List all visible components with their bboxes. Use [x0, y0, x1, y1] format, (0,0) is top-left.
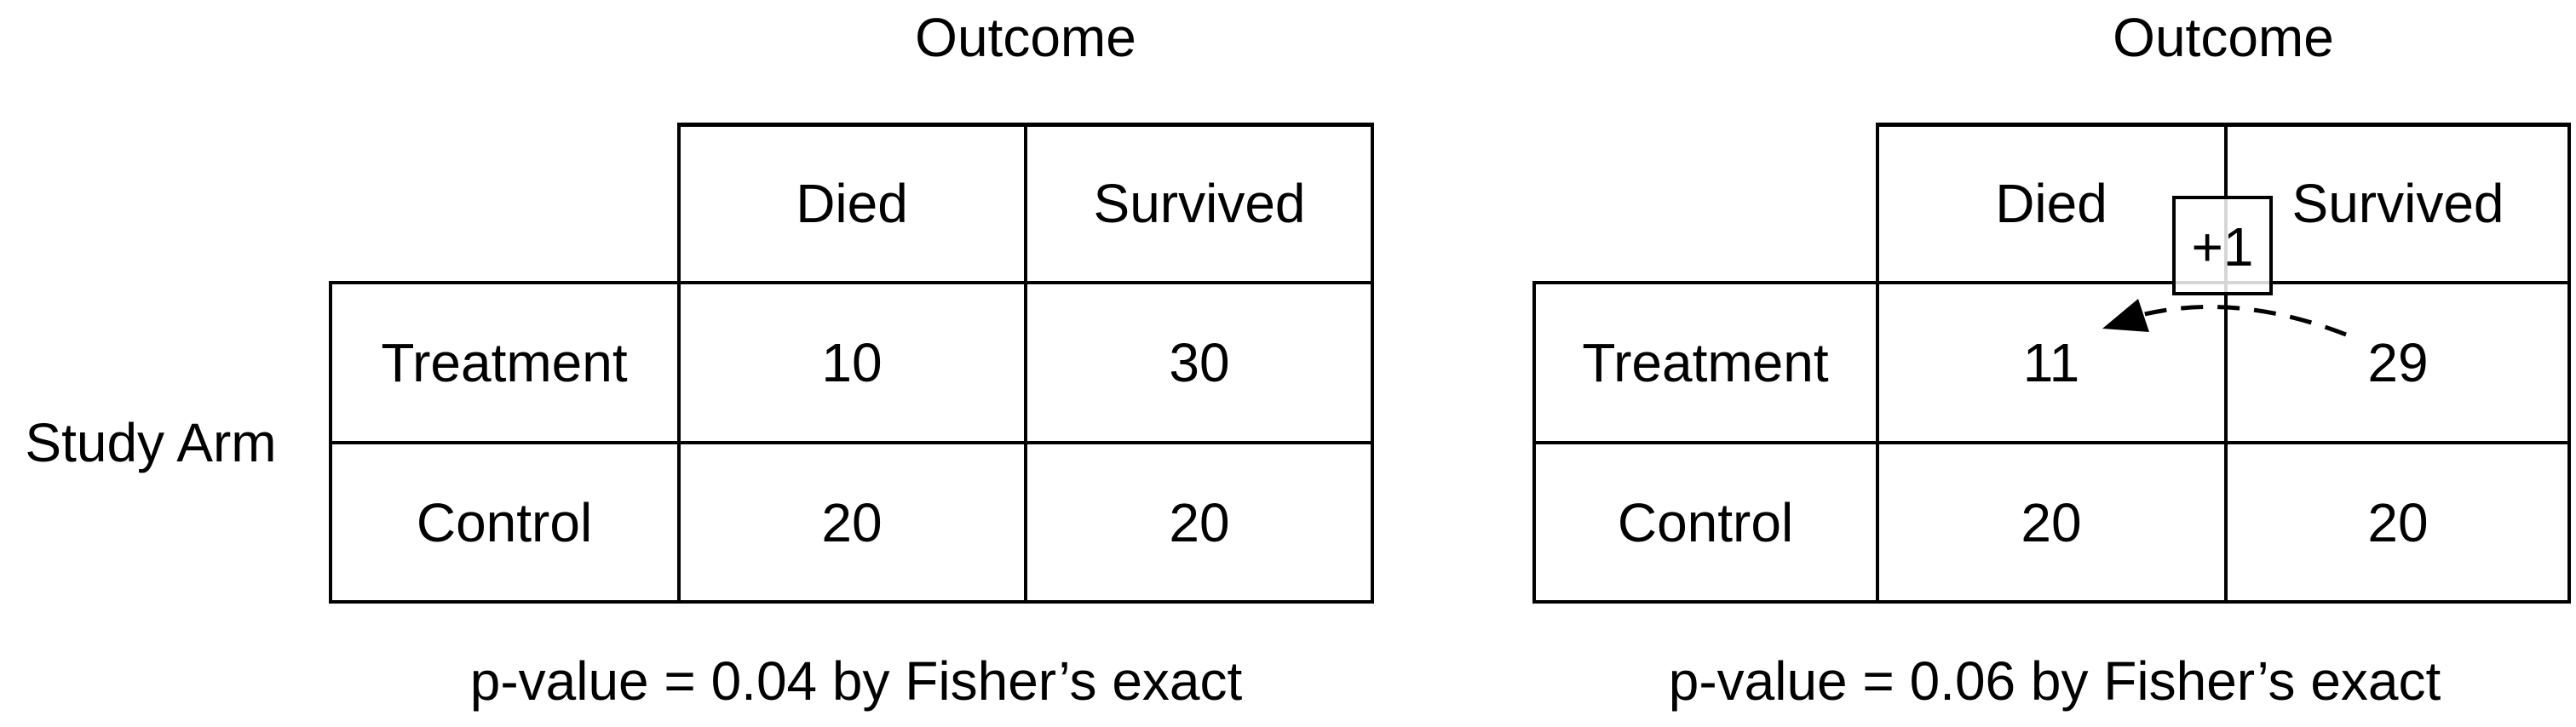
transfer-arrowhead-icon: [2102, 299, 2149, 332]
grid-line-left-edge: [1532, 281, 1536, 604]
cell-control-died: 20: [821, 492, 883, 553]
cell-control-survived: 20: [1169, 492, 1230, 553]
column-header-survived: Survived: [2291, 173, 2504, 234]
column-header-died: Died: [796, 173, 908, 234]
row-header-treatment: Treatment: [381, 332, 628, 393]
cell-control-died: 20: [2021, 492, 2082, 553]
column-header-died: Died: [1995, 173, 2107, 234]
grid-line-right-edge: [2567, 123, 2571, 604]
grid-line-header-bottom: [1534, 281, 2571, 284]
grid-line-col-divider: [1876, 123, 1879, 604]
transfer-arrow: [2102, 299, 2347, 337]
cell-treatment-died: 10: [821, 332, 883, 393]
grid-line-col-divider: [677, 123, 681, 604]
grid-line-right-edge: [1371, 123, 1374, 604]
study-arm-label: Study Arm: [25, 412, 277, 473]
outcome-label: Outcome: [2113, 7, 2334, 68]
grid-line-row-divider: [331, 441, 1374, 444]
p-value-caption: p-value = 0.06 by Fisher’s exact: [1668, 650, 2441, 712]
transfer-arrow-arc: [2122, 304, 2347, 337]
outcome-label: Outcome: [915, 7, 1136, 68]
grid-line-header-top: [1877, 123, 2569, 127]
grid-line-table-bottom: [331, 600, 1374, 604]
grid-line-header-bottom: [331, 281, 1374, 284]
p-value-caption: p-value = 0.04 by Fisher’s exact: [469, 650, 1243, 712]
grid-line-left-edge: [329, 281, 332, 604]
grid-line-row-divider: [1534, 441, 2571, 444]
row-header-control: Control: [1617, 492, 1794, 553]
row-header-control: Control: [416, 492, 593, 553]
cell-treatment-died: 11: [2022, 332, 2080, 393]
cell-treatment-survived: 29: [2367, 332, 2429, 393]
grid-line-col-divider: [2224, 123, 2228, 604]
grid-line-col-divider: [1024, 123, 1027, 604]
cell-control-survived: 20: [2367, 492, 2429, 553]
plus-one-badge-label: +1: [2191, 216, 2254, 278]
cell-treatment-survived: 30: [1169, 332, 1230, 393]
plus-one-badge-box: [2172, 196, 2273, 295]
ghost-grid-line-horizontal: [2176, 281, 2269, 284]
column-header-survived: Survived: [1093, 173, 1306, 234]
ghost-grid-line-vertical: [2224, 199, 2228, 292]
row-header-treatment: Treatment: [1582, 332, 1829, 393]
grid-line-table-bottom: [1534, 600, 2571, 604]
